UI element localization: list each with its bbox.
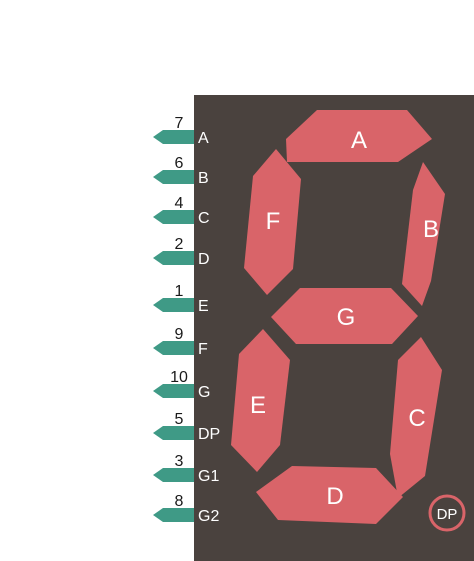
pin-e: 1E <box>153 283 209 315</box>
pin-lead <box>153 426 194 440</box>
pin-dp: 5DP <box>153 411 220 443</box>
pin-g: 10G <box>153 369 210 401</box>
pin-name: G2 <box>198 508 219 525</box>
segment-b-label: B <box>423 216 439 243</box>
pin-lead <box>153 508 194 522</box>
segment-e: E <box>231 329 290 472</box>
segment-f: F <box>244 149 301 295</box>
pin-lead <box>153 210 194 224</box>
pin-lead <box>153 468 194 482</box>
pin-number: 7 <box>175 115 184 132</box>
segment-g: G <box>271 288 418 344</box>
segment-c-label: C <box>408 405 425 432</box>
pin-lead <box>153 298 194 312</box>
pin-name: G <box>198 384 210 401</box>
pin-lead <box>153 384 194 398</box>
pin-number: 8 <box>175 493 184 510</box>
segment-g-label: G <box>337 304 356 331</box>
segment-e-label: E <box>250 392 266 419</box>
pin-name: B <box>198 170 209 187</box>
pin-number: 1 <box>175 283 184 300</box>
segment-a: A <box>286 110 432 162</box>
segment-a-label: A <box>351 127 367 154</box>
decimal-point-ring <box>428 494 466 532</box>
pin-lead <box>153 170 194 184</box>
pin-lead <box>153 251 194 265</box>
pin-number: 2 <box>175 236 184 253</box>
segment-d-label: D <box>326 483 343 510</box>
pin-name: C <box>198 210 210 227</box>
pin-a: 7A <box>153 115 209 147</box>
pin-name: D <box>198 251 210 268</box>
pin-lead <box>153 130 194 144</box>
segment-f-label: F <box>266 208 281 235</box>
pin-c: 4C <box>153 195 210 227</box>
pin-d: 2D <box>153 236 210 268</box>
pin-f: 9F <box>153 326 208 358</box>
segment-c: C <box>390 337 442 498</box>
segment-b: B <box>402 162 445 306</box>
pin-name: A <box>198 130 209 147</box>
pin-number: 6 <box>175 155 184 172</box>
pin-name: F <box>198 341 208 358</box>
pin-name: DP <box>198 426 220 443</box>
pin-g2: 8G2 <box>153 493 219 525</box>
decimal-point: DP <box>428 494 466 532</box>
pin-number: 9 <box>175 326 184 343</box>
pin-number: 10 <box>170 369 188 386</box>
pin-name: G1 <box>198 468 219 485</box>
pin-name: E <box>198 298 209 315</box>
segment-d: D <box>256 466 403 524</box>
pin-number: 3 <box>175 453 184 470</box>
pin-number: 4 <box>175 195 184 212</box>
pin-lead <box>153 341 194 355</box>
pin-g1: 3G1 <box>153 453 219 485</box>
decimal-point-label: DP <box>437 506 458 523</box>
pin-number: 5 <box>175 411 184 428</box>
pin-b: 6B <box>153 155 209 187</box>
